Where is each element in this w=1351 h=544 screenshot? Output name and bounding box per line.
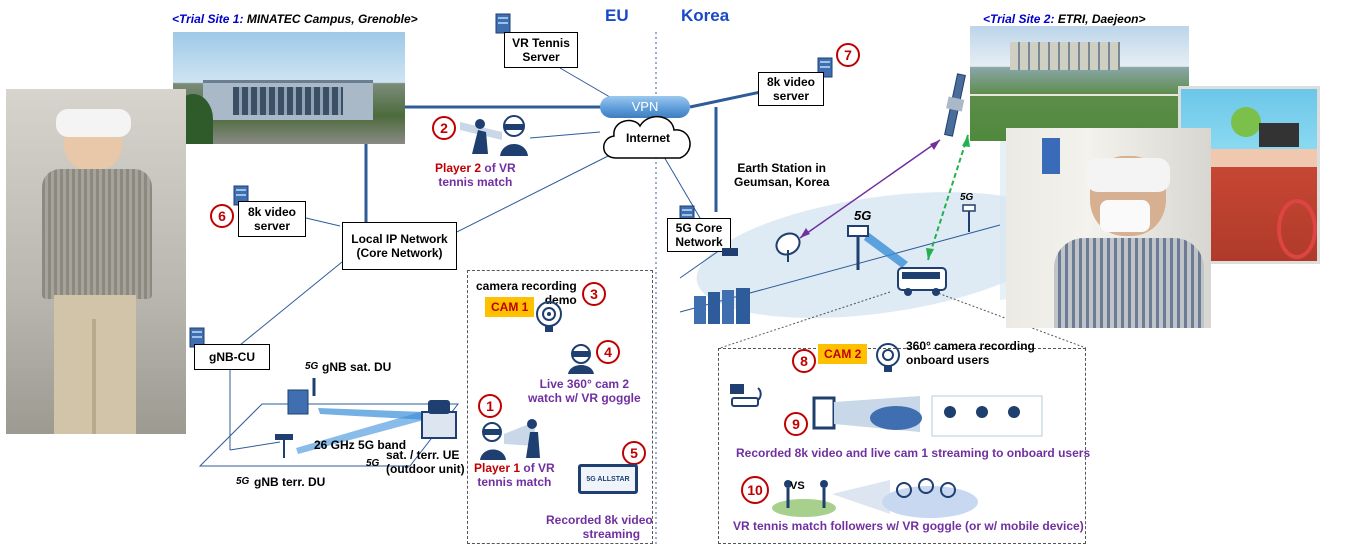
streaming-illustration xyxy=(812,395,1043,437)
vr-viewer-icon xyxy=(568,344,594,374)
vr-player-icon xyxy=(480,419,540,460)
step-number-4: 4 xyxy=(596,340,620,364)
5g-logo: 5G xyxy=(366,458,380,469)
satellite-dish-icon xyxy=(775,232,801,262)
step-number-1: 1 xyxy=(478,394,502,418)
step-number-10: 10 xyxy=(741,476,769,504)
step-number-6: 6 xyxy=(210,204,234,228)
router-icon xyxy=(722,248,738,256)
etri-campus-photo xyxy=(970,26,1189,141)
step-number-8: 8 xyxy=(792,349,816,373)
gnb-sat-du-icon xyxy=(287,378,316,415)
ue-label: sat. / terr. UE(outdoor unit) xyxy=(386,448,465,476)
step-number-2: 2 xyxy=(432,116,456,140)
internet-label: Internet xyxy=(626,131,671,145)
region-eu: EU xyxy=(605,6,629,25)
trial-site-1-title: <Trial Site 1: MINATEC Campus, Grenoble> xyxy=(172,12,418,26)
step-number-3: 3 xyxy=(582,282,606,306)
vr-player-icon xyxy=(460,115,528,156)
followers-caption: VR tennis match followers w/ VR goggle (… xyxy=(733,519,1084,533)
satellite-icon xyxy=(944,73,966,137)
minatec-campus-photo xyxy=(173,32,405,144)
bus-icon xyxy=(897,267,947,296)
360-camera-icon xyxy=(876,343,900,372)
step-number-9: 9 xyxy=(784,412,808,436)
monitor-icon: 5G ALLSTAR xyxy=(578,464,638,494)
vpn-tunnel: VPN xyxy=(600,96,690,118)
gnb-cu-box: gNB-CU xyxy=(194,344,270,370)
server-icon xyxy=(494,12,514,41)
antenna-icon xyxy=(962,204,976,232)
antenna-icon xyxy=(275,434,293,458)
server-icon xyxy=(232,184,252,213)
5g-logo: 5G xyxy=(854,208,872,223)
360-camera-icon xyxy=(536,301,562,332)
5g-logo: 5G xyxy=(960,192,974,203)
cam2-badge: CAM 2 xyxy=(818,344,868,364)
data-center-icon xyxy=(694,288,750,324)
streaming-onboard-caption: Recorded 8k video and live cam 1 streami… xyxy=(736,446,1091,460)
region-korea: Korea xyxy=(681,6,730,25)
5g-logo: 5G xyxy=(305,361,319,372)
trial-site-2-title: <Trial Site 2: ETRI, Daejeon> xyxy=(983,12,1146,26)
cam1-badge: CAM 1 xyxy=(485,297,535,317)
gnb-terr-du-label: gNB terr. DU xyxy=(254,475,326,489)
player1-person-photo xyxy=(6,89,186,434)
gnb-sat-du-label: gNB sat. DU xyxy=(322,360,392,374)
wifi-router-icon xyxy=(730,384,762,407)
band-label: 26 GHz 5G band xyxy=(314,438,407,452)
5g-logo: 5G xyxy=(236,476,250,487)
followers-illustration xyxy=(772,478,978,518)
vs-label: VS xyxy=(790,480,805,492)
step-number-7: 7 xyxy=(836,43,860,67)
antenna-icon xyxy=(847,225,869,270)
internet-cloud-icon xyxy=(603,116,691,159)
local-ip-network-box: Local IP Network(Core Network) xyxy=(342,222,457,270)
satellite-ue-icon xyxy=(421,400,457,439)
onboard-user-photo xyxy=(1006,128,1211,328)
